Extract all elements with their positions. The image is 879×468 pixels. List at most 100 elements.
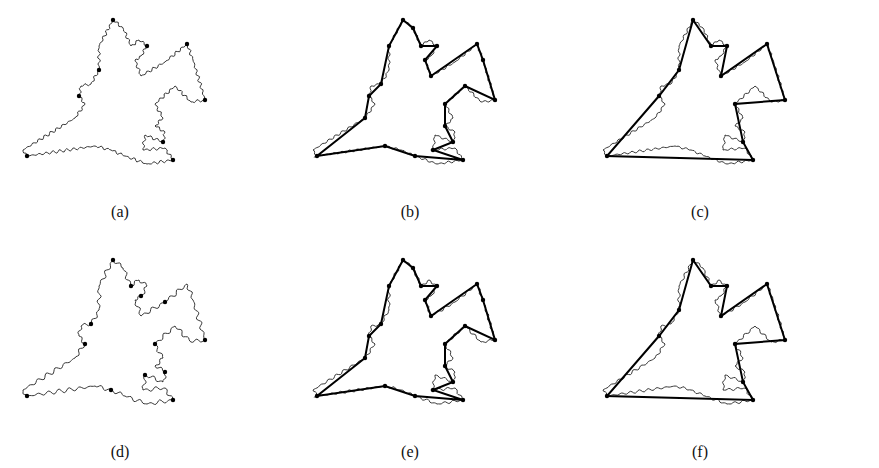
vertex-dot	[367, 334, 371, 338]
panel-label: (a)	[111, 203, 129, 221]
vertex-dot	[163, 370, 167, 374]
vertex-dot	[401, 18, 405, 22]
panel-label: (c)	[691, 203, 709, 221]
vertex-dot	[657, 334, 661, 338]
vertex-dot	[413, 154, 417, 158]
vertex-dot	[677, 68, 681, 72]
vertex-dot	[111, 18, 115, 22]
vertex-dot	[185, 42, 189, 46]
vertex-dot	[363, 356, 367, 360]
vertex-dot	[435, 284, 439, 288]
vertex-dot	[475, 42, 479, 46]
vertex-dot	[367, 94, 371, 98]
vertex-dot	[171, 158, 175, 162]
vertex-dot	[443, 342, 447, 346]
vertex-dot	[751, 398, 755, 402]
vertex-dot	[419, 284, 423, 288]
vertex-dot	[451, 380, 455, 384]
vertex-dot	[419, 44, 423, 48]
panel-label: (f)	[692, 443, 708, 461]
vertex-dot	[725, 284, 729, 288]
vertex-dot	[139, 294, 143, 298]
panel-label: (e)	[401, 443, 419, 461]
vertex-dot	[363, 116, 367, 120]
vertex-dot	[387, 284, 391, 288]
approx-polygon	[607, 20, 785, 160]
approx-polygon	[317, 20, 495, 160]
vertex-dot	[751, 158, 755, 162]
vertex-dot	[431, 148, 435, 152]
vertex-dot	[677, 308, 681, 312]
vertex-dot	[423, 298, 427, 302]
vertex-dot	[153, 342, 157, 346]
vertex-dot	[709, 284, 713, 288]
vertex-dot	[315, 394, 319, 398]
vertex-dot	[423, 58, 427, 62]
vertex-dot	[109, 388, 113, 392]
noisy-contour	[313, 260, 495, 404]
vertex-dot	[719, 74, 723, 78]
vertex-dot	[719, 314, 723, 318]
vertex-dot	[411, 266, 415, 270]
noisy-contour	[603, 20, 785, 164]
vertex-dot	[461, 158, 465, 162]
vertex-dot	[387, 44, 391, 48]
vertex-dot	[129, 284, 133, 288]
vertex-dot	[111, 258, 115, 262]
vertex-dot	[161, 140, 165, 144]
vertex-dot	[25, 394, 29, 398]
approx-polygon	[317, 260, 495, 400]
vertex-dot	[383, 384, 387, 388]
vertex-dot	[463, 324, 467, 328]
vertex-dot	[709, 44, 713, 48]
vertex-dot	[431, 388, 435, 392]
vertex-dot	[733, 342, 737, 346]
noisy-contour	[23, 20, 205, 164]
vertex-dot	[411, 26, 415, 30]
vertex-dot	[383, 144, 387, 148]
vertex-dot	[163, 300, 167, 304]
vertex-dot	[657, 94, 661, 98]
vertex-dot	[481, 58, 485, 62]
vertex-dot	[725, 44, 729, 48]
vertex-dot	[451, 140, 455, 144]
vertex-dot	[605, 394, 609, 398]
vertex-dot	[443, 102, 447, 106]
vertex-dot	[429, 314, 433, 318]
vertex-dot	[435, 44, 439, 48]
vertex-dot	[481, 298, 485, 302]
vertex-dot	[741, 380, 745, 384]
panel-label: (b)	[401, 203, 420, 221]
noisy-contour	[313, 20, 495, 164]
vertex-dot	[493, 98, 497, 102]
vertex-dot	[171, 398, 175, 402]
vertex-dot	[443, 364, 447, 368]
vertex-dot	[765, 42, 769, 46]
vertex-dot	[203, 338, 207, 342]
vertex-dot	[493, 338, 497, 342]
vertex-dot	[379, 82, 383, 86]
vertex-dot	[463, 84, 467, 88]
vertex-dot	[379, 322, 383, 326]
vertex-dot	[89, 322, 93, 326]
noisy-contour	[603, 260, 785, 404]
vertex-dot	[443, 124, 447, 128]
vertex-dot	[475, 282, 479, 286]
vertex-dot	[97, 68, 101, 72]
vertex-dot	[691, 18, 695, 22]
vertex-dot	[401, 258, 405, 262]
vertex-dot	[145, 44, 149, 48]
vertex-dot	[741, 140, 745, 144]
vertex-dot	[765, 282, 769, 286]
vertex-dot	[143, 373, 147, 377]
approx-polygon	[607, 260, 785, 400]
vertex-dot	[413, 394, 417, 398]
vertex-dot	[25, 154, 29, 158]
vertex-dot	[783, 98, 787, 102]
vertex-dot	[83, 342, 87, 346]
noisy-contour	[23, 260, 205, 404]
vertex-dot	[605, 154, 609, 158]
vertex-dot	[315, 154, 319, 158]
vertex-dot	[203, 98, 207, 102]
